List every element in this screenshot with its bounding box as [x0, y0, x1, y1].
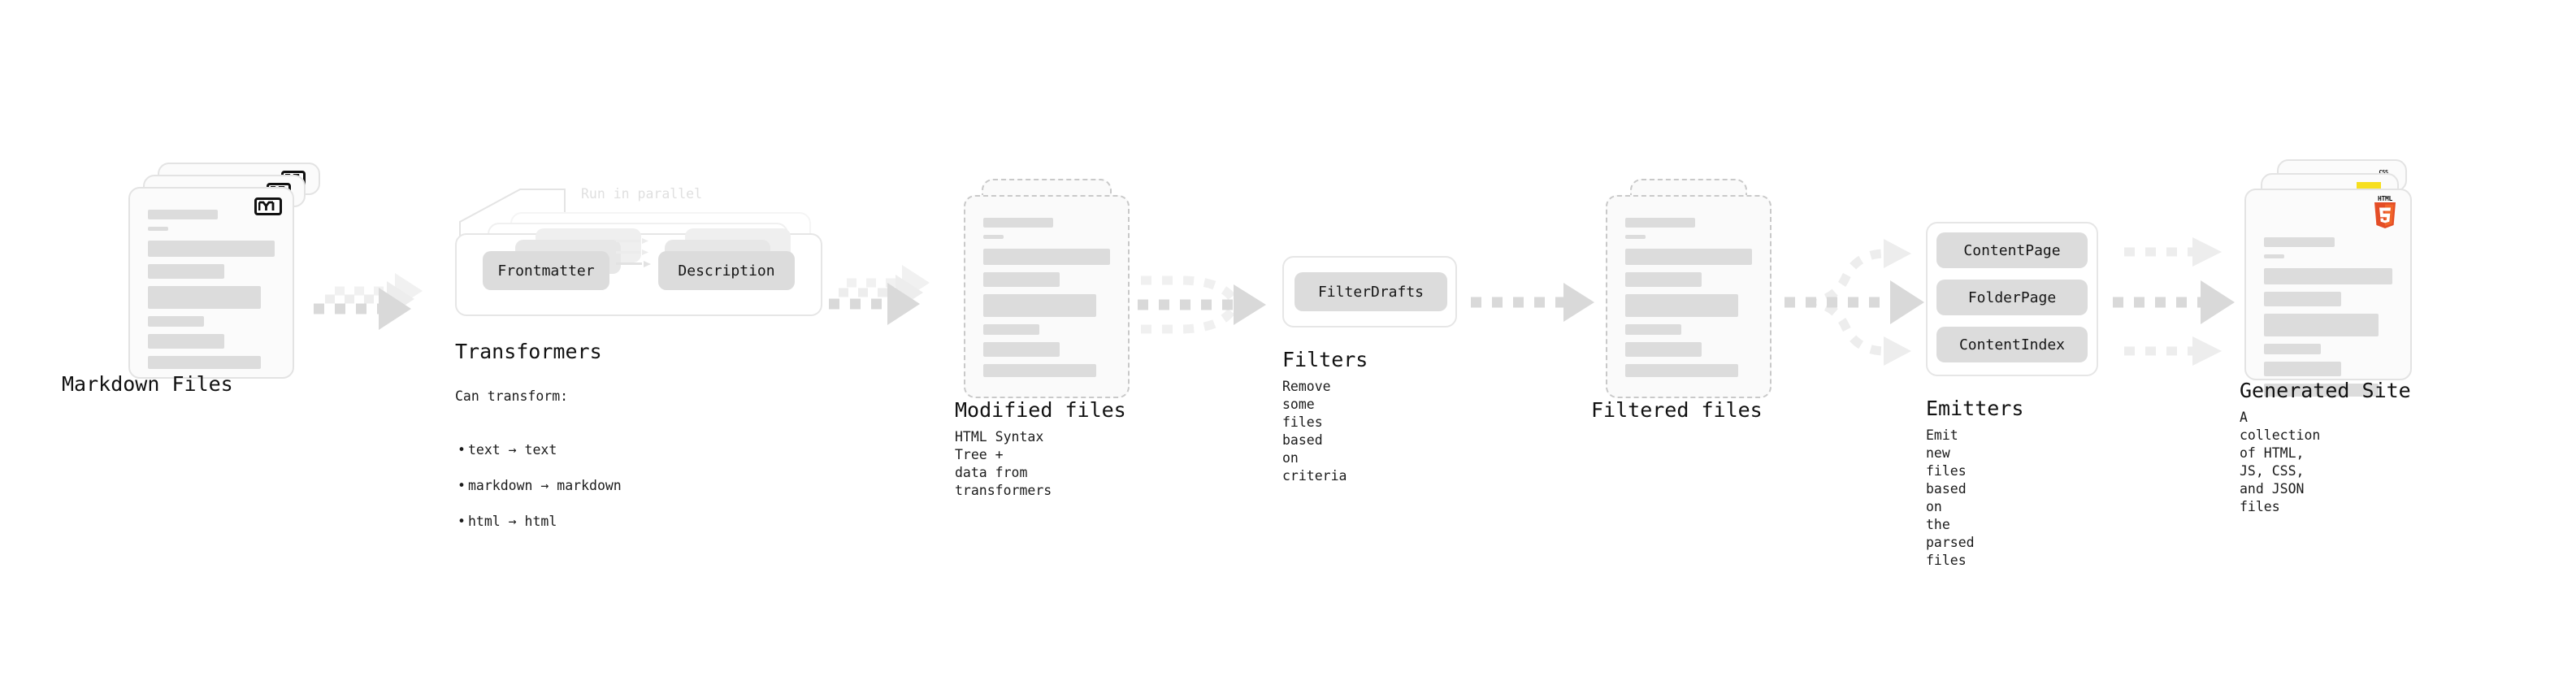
connector-modified-to-filters [1138, 275, 1266, 334]
transformers-caption-bullets: text → text markdown → markdown html → h… [455, 423, 622, 549]
emitter-chip-contentpage-label: ContentPage [1963, 241, 2061, 259]
markdown-icon [254, 197, 282, 215]
transformer-inner-arrows [616, 238, 651, 267]
filter-chip-filterdrafts-label: FilterDrafts [1317, 283, 1425, 301]
emitter-chip-contentindex-label: ContentIndex [1958, 336, 2066, 354]
stage-title-transformers: Transformers [455, 340, 602, 363]
transformers-bullet-0: text → text [455, 441, 622, 459]
stage-title-filtered-files: Filtered files [1591, 398, 1763, 422]
connector-transformers-to-modified [829, 265, 930, 325]
stage-title-filters: Filters [1282, 348, 1368, 371]
connector-emitters-to-site [2113, 237, 2235, 366]
filtered-card-placeholder-lines [1625, 218, 1752, 382]
stage-caption-transformers: Can transform: text → text markdown → ma… [455, 370, 622, 566]
stage-caption-filters: Remove some files based on criteria [1282, 379, 1347, 484]
modified-card-placeholder-lines [983, 218, 1110, 382]
html5-icon-label: HTML [2377, 195, 2393, 202]
modified-card-front [964, 195, 1130, 398]
transformers-bullet-1: markdown → markdown [455, 477, 622, 495]
transformer-chip-description[interactable]: Description [658, 251, 795, 290]
transformer-chip-frontmatter-label: Frontmatter [497, 262, 595, 280]
css-icon-label: CSS [2379, 169, 2388, 176]
markdown-card-placeholder-lines [148, 210, 275, 369]
stage-caption-generated-site: A collection of HTML, JS, CSS, and JSON … [2240, 410, 2321, 514]
transformer-chip-description-label: Description [678, 262, 775, 280]
run-in-parallel-bracket [459, 189, 566, 245]
generated-card-placeholder-lines [2264, 237, 2392, 397]
emitter-chip-folderpage[interactable]: FolderPage [1936, 280, 2088, 315]
emitter-chip-contentindex[interactable]: ContentIndex [1936, 327, 2088, 362]
generated-card-html: HTML [2244, 189, 2412, 397]
filtered-card-front [1606, 195, 1772, 398]
stage-caption-modified-files: HTML Syntax Tree + data from transformer… [955, 429, 1052, 498]
transformer-chip-frontmatter[interactable]: Frontmatter [483, 251, 609, 290]
markdown-card-front [128, 187, 294, 379]
connector-filtered-to-emitters [1785, 239, 1924, 366]
connector-md-to-transformers [314, 273, 423, 330]
connector-filters-to-filtered [1471, 283, 1594, 322]
stage-caption-emitters: Emit new files based on the parsed files [1926, 427, 1975, 568]
emitter-chip-folderpage-label: FolderPage [1967, 288, 2057, 306]
stage-title-emitters: Emitters [1926, 397, 2024, 420]
filter-chip-filterdrafts[interactable]: FilterDrafts [1295, 272, 1447, 311]
stage-title-modified-files: Modified files [955, 398, 1126, 422]
transformers-bullet-2: html → html [455, 513, 622, 531]
emitter-chip-contentpage[interactable]: ContentPage [1936, 232, 2088, 268]
stage-title-generated-site: Generated Site [2240, 379, 2411, 402]
run-in-parallel-label: Run in parallel [581, 186, 703, 202]
stage-title-markdown-files: Markdown Files [62, 372, 233, 396]
transformers-caption-intro: Can transform: [455, 388, 569, 404]
html5-icon: HTML [2370, 195, 2400, 231]
